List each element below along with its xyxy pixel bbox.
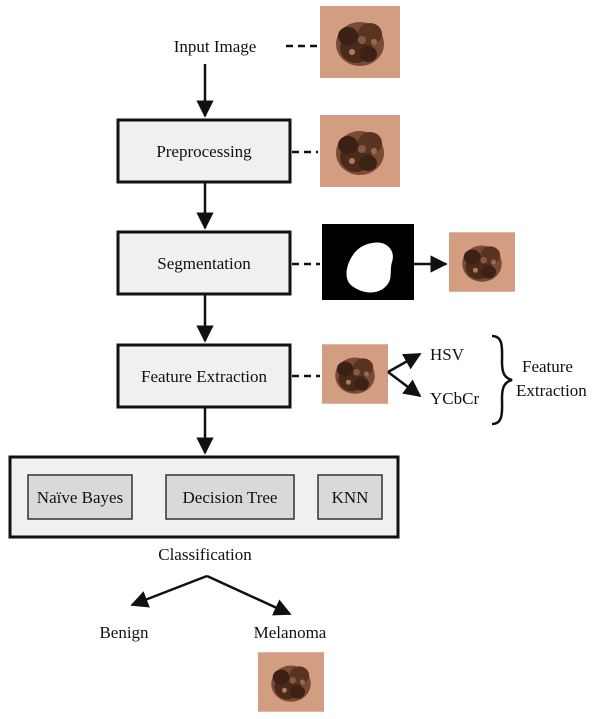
feature-extraction-box [116,343,292,409]
classifier-decision-tree-label: Decision Tree [183,488,278,507]
feature-side-label-line2: Extraction [516,381,587,400]
classifier-naive-bayes-label: Naïve Bayes [37,488,123,507]
classification-label: Classification [158,545,252,564]
melanoma-lesion-image [258,652,324,712]
classifier-naive-bayes-box [27,474,133,520]
classifier-knn-box [317,474,383,520]
hsv-label: HSV [430,345,465,364]
segmentation-label: Segmentation [157,254,251,273]
input-image-label: Input Image [174,37,257,56]
benign-label: Benign [99,623,149,642]
segmentation-box [116,230,292,296]
melanoma-label: Melanoma [254,623,327,642]
feature-brace [491,334,513,426]
classifier-decision-tree-box [165,474,295,520]
preprocessed-lesion-image [320,115,400,187]
feature-side-label-line1: Feature [522,357,573,376]
classifier-knn-label: KNN [332,488,369,507]
preprocessing-label: Preprocessing [156,142,252,161]
arrow-to-hsv [387,352,422,374]
segmented-lesion-image [449,232,515,292]
input-lesion-image [320,6,400,78]
arrow-to-benign [130,574,208,608]
arrow-to-melanoma [206,574,292,616]
arrow-to-ycbcr [387,371,422,398]
segmentation-mask-blob [346,242,393,293]
feature-lesion-image [322,344,388,404]
ycbcr-label: YCbCr [430,389,479,408]
feature-extraction-label: Feature Extraction [141,367,268,386]
preprocessing-box [116,118,292,184]
